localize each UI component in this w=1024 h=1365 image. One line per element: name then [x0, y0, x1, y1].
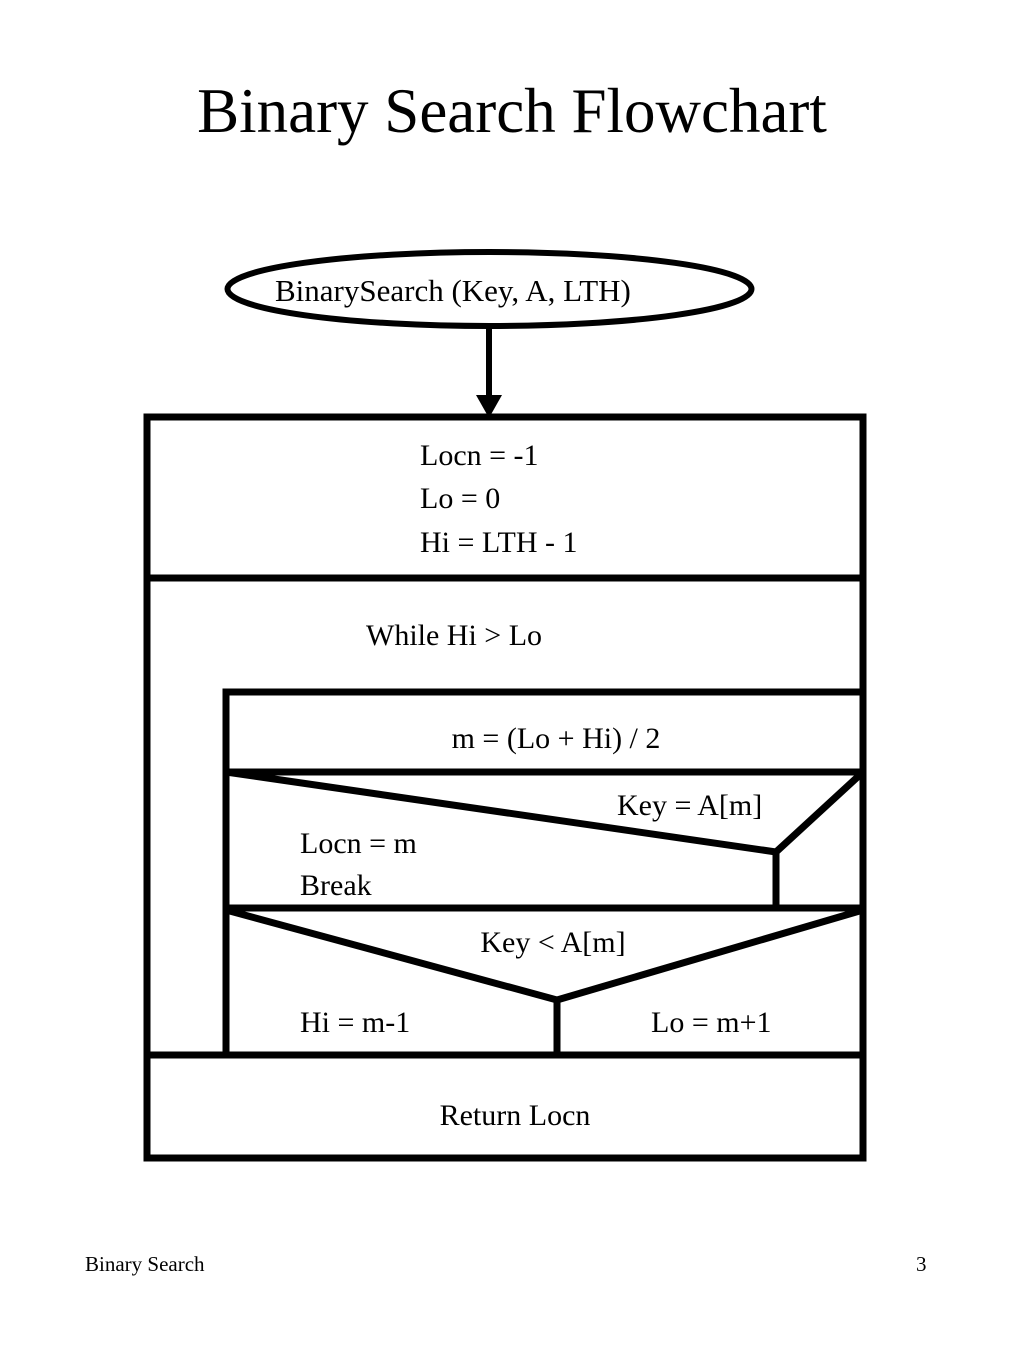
entry-arrow — [476, 327, 502, 418]
decision-equal-true-line-1: Locn = m — [300, 827, 417, 860]
init-line-3: Hi = LTH - 1 — [420, 526, 577, 559]
decision-less-right-diagonal — [556, 906, 864, 1004]
mid-label: m = (Lo + Hi) / 2 — [452, 722, 661, 755]
decision-equal-right-diagonal — [773, 769, 866, 855]
decision-less-condition: Key < A[m] — [480, 926, 625, 959]
block-return: Return Locn — [147, 1051, 863, 1132]
init-line-2: Lo = 0 — [420, 482, 500, 515]
page-title: Binary Search Flowchart — [197, 76, 827, 146]
decision-equal-true-line-2: Break — [300, 869, 372, 902]
decision-less-false-label: Lo = m+1 — [651, 1006, 772, 1039]
decision-equal-left-diagonal — [225, 768, 777, 856]
while-label: While Hi > Lo — [366, 619, 542, 652]
init-line-1: Locn = -1 — [420, 439, 539, 472]
page-number: 3 — [916, 1252, 927, 1276]
decision-equal-condition: Key = A[m] — [617, 789, 762, 822]
binary-search-flowchart: BinarySearch (Key, A, LTH) Locn = -1 Lo … — [143, 249, 867, 1162]
return-label: Return Locn — [440, 1099, 591, 1132]
decision-less-true-label: Hi = m-1 — [300, 1006, 410, 1039]
decision-less-left-diagonal — [225, 906, 558, 1004]
entry-ellipse — [224, 249, 755, 329]
block-decision-less: Key < A[m] Hi = m-1 Lo = m+1 — [225, 906, 864, 1055]
block-mid: m = (Lo + Hi) / 2 — [226, 722, 863, 776]
block-while: While Hi > Lo — [366, 619, 542, 652]
arrow-head-icon — [476, 395, 502, 418]
footer-label: Binary Search — [85, 1252, 205, 1276]
flow-body: Locn = -1 Lo = 0 Hi = LTH - 1 While Hi >… — [143, 413, 867, 1162]
entry-label: BinarySearch (Key, A, LTH) — [275, 273, 631, 308]
block-init: Locn = -1 Lo = 0 Hi = LTH - 1 — [147, 439, 863, 582]
entry-node: BinarySearch (Key, A, LTH) — [224, 249, 755, 329]
block-decision-equal: Key = A[m] Locn = m Break — [225, 768, 866, 912]
loop-body-frame: m = (Lo + Hi) / 2 Key = A[m] Locn = m Br… — [222, 688, 867, 1059]
outer-frame — [143, 413, 867, 1162]
